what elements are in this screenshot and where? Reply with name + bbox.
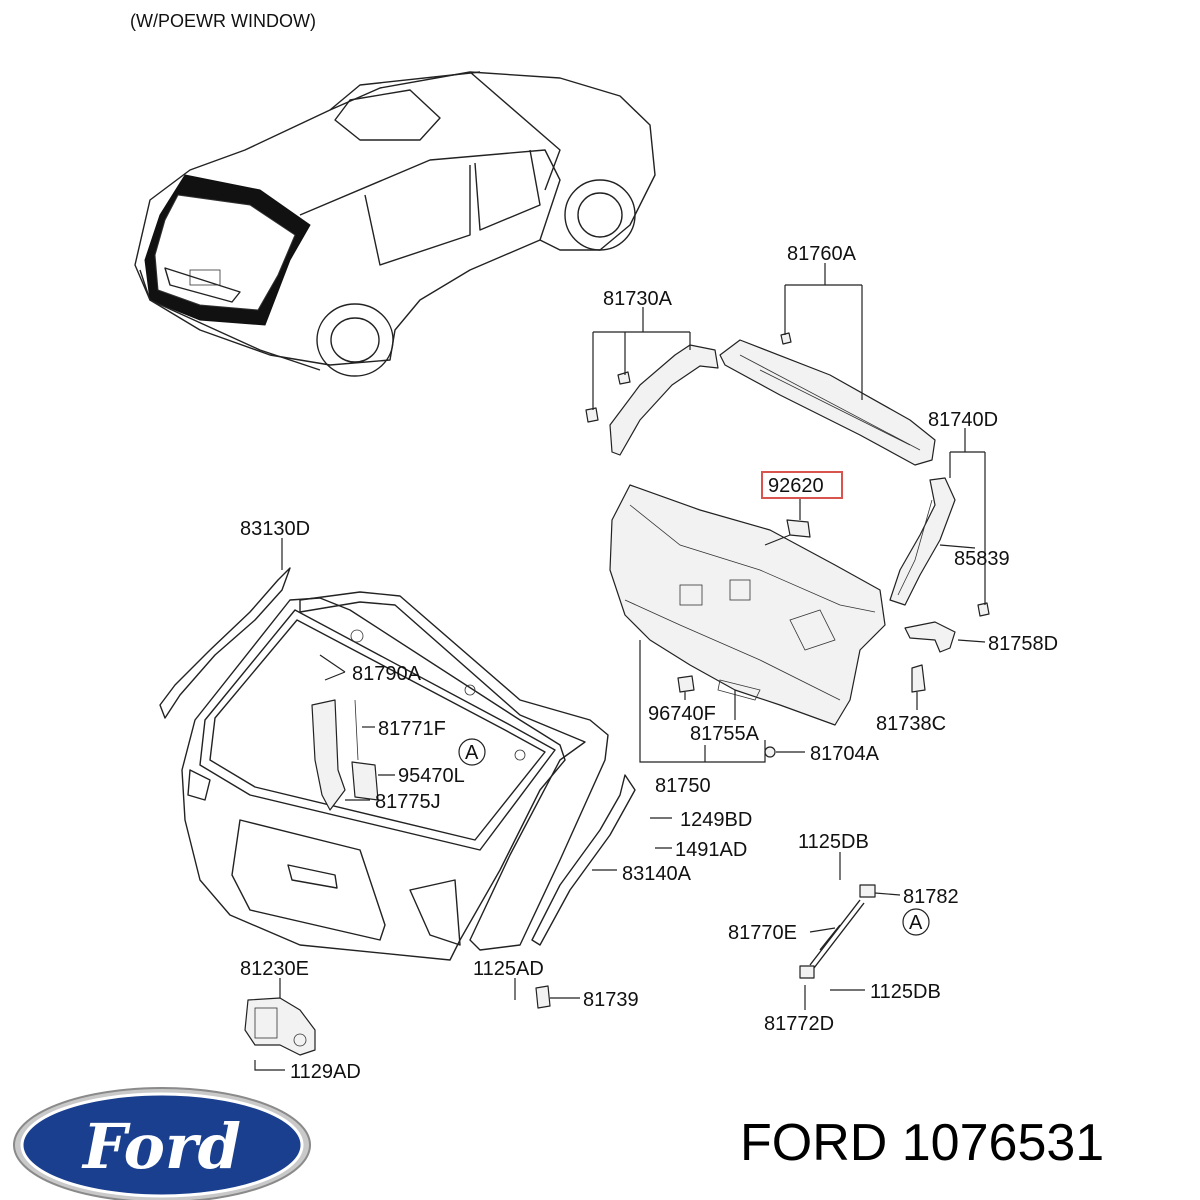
callout-95470L: 95470L [398,765,465,787]
callout-1129AD: 1129AD [290,1061,361,1083]
part-81230E-actuator [244,997,316,1056]
callout-81704A: 81704A [810,743,880,765]
ford-logo-text: Ford [81,1110,241,1183]
callout-85839: 85839 [954,548,1010,570]
callout-81775J: 81775J [375,791,441,813]
callout-83140A: 83140A [622,863,692,885]
part-83130D [159,567,291,719]
marker-a-lower: A [902,908,930,936]
marker-a-upper: A [458,738,486,766]
part-81750-inner-panel [609,484,886,726]
callout-labels: 81760A 81730A 81740D 92620 85839 83130D … [240,243,1058,1083]
callout-81750: 81750 [655,775,711,797]
callout-1125AD: 1125AD [473,958,544,980]
callout-81738C: 81738C [876,713,946,735]
callout-1125DB-top: 1125DB [798,831,869,853]
vehicle-illustration [134,71,656,377]
diagram-header: (W/POEWR WINDOW) [130,11,316,31]
callout-96740F: 96740F [648,703,716,725]
callout-83130D: 83130D [240,518,310,540]
callout-81739: 81739 [583,989,639,1011]
part-96740F [677,675,695,693]
callout-81771F: 81771F [378,718,446,740]
callout-81790A: 81790A [352,663,422,685]
callout-81230E: 81230E [240,958,309,980]
callout-81755A: 81755A [690,723,760,745]
highlight-box-92620 [761,471,843,499]
callout-81730A: 81730A [603,288,673,310]
part-81760A [719,332,936,466]
callout-81772D: 81772D [764,1013,834,1035]
part-81704A [764,746,776,758]
part-81770E-strut [799,884,876,979]
callout-1249BD: 1249BD [680,809,752,831]
callout-81758D: 81758D [988,633,1058,655]
callout-1491AD: 1491AD [675,839,747,861]
callout-81782: 81782 [903,886,959,908]
callout-1125DB-bottom: 1125DB [870,981,941,1003]
marker-a-upper-text: A [465,742,479,764]
part-81738C [911,664,926,693]
callout-81770E: 81770E [728,922,797,944]
part-81730A [585,344,719,456]
callout-81740D: 81740D [928,409,998,431]
ford-logo: Ford [13,1087,311,1200]
callout-81760A: 81760A [787,243,857,265]
part-number-footer: FORD 1076531 [740,1114,1104,1172]
part-tailgate-body [181,591,609,961]
part-81740D [889,477,990,617]
part-83140A [531,774,636,946]
leader-lines [254,263,986,1071]
marker-a-lower-text: A [909,912,923,934]
callout-92620: 92620 [768,475,824,497]
part-81739 [535,985,551,1009]
part-81758D [904,621,956,653]
